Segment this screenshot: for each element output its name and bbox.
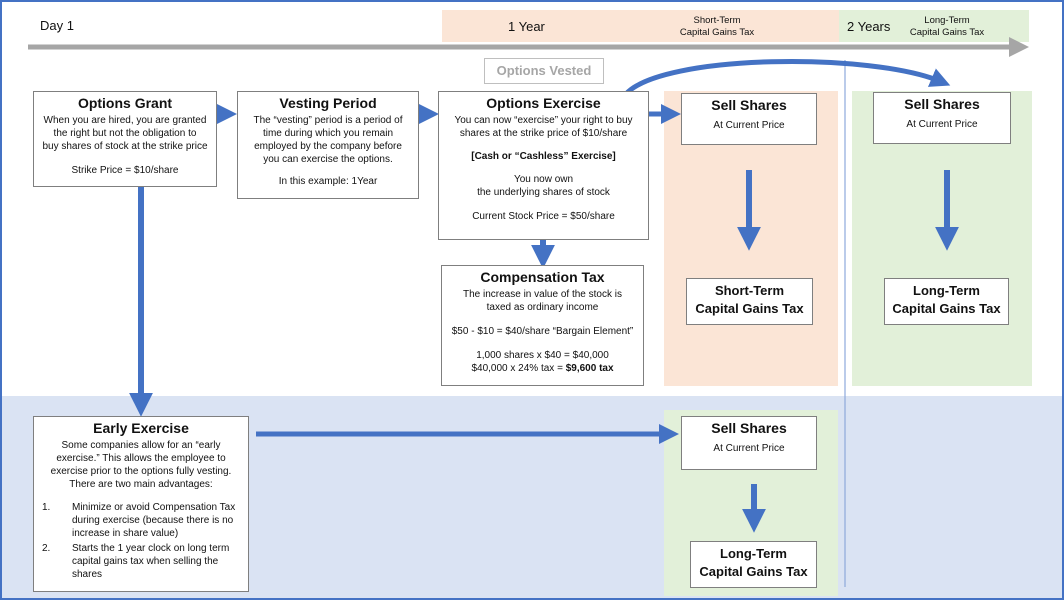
short-term-tax-box: Short-Term Capital Gains Tax xyxy=(686,278,813,325)
early-long-term-tax-line1: Long-Term xyxy=(720,546,787,561)
timeline-long-term-line2: Capital Gains Tax xyxy=(909,27,985,38)
early-exercise-box: Early Exercise Some companies allow for … xyxy=(33,416,249,592)
options-grant-title: Options Grant xyxy=(77,95,173,111)
options-exercise-title: Options Exercise xyxy=(486,95,601,111)
vesting-period-line3: employed by the company before xyxy=(254,141,402,152)
sell-shares-short-sub: At Current Price xyxy=(713,120,785,131)
list-item: 1. Minimize or avoid Compensation Tax du… xyxy=(38,501,244,540)
compensation-tax-calc3-row: $40,000 x 24% tax = $9,600 tax xyxy=(446,362,639,375)
long-term-tax-box: Long-Term Capital Gains Tax xyxy=(884,278,1009,325)
compensation-tax-title: Compensation Tax xyxy=(480,269,605,285)
early-exercise-line1: Some companies allow for an “early xyxy=(61,440,221,451)
options-exercise-box: Options Exercise You can now “exercise” … xyxy=(438,91,649,240)
short-term-tax-line2: Capital Gains Tax xyxy=(695,301,804,316)
options-grant-box: Options Grant When you are hired, you ar… xyxy=(33,91,217,187)
long-term-tax-line1: Long-Term xyxy=(913,283,980,298)
list-item-text: Minimize or avoid Compensation Tax durin… xyxy=(72,502,236,539)
options-exercise-line1: You can now “exercise” your right to buy xyxy=(454,115,633,126)
timeline-day1-label: Day 1 xyxy=(40,18,74,33)
sell-shares-long-box: Sell Shares At Current Price xyxy=(873,92,1011,144)
options-exercise-line2: shares at the strike price of $10/share xyxy=(459,128,628,139)
options-exercise-price: Current Stock Price = $50/share xyxy=(472,211,615,222)
compensation-tax-line1: The increase in value of the stock is xyxy=(463,289,622,300)
long-term-timeline-band xyxy=(839,10,1029,42)
compensation-tax-calc3: $40,000 x 24% tax = xyxy=(471,363,566,374)
sell-shares-long-sub: At Current Price xyxy=(906,119,978,130)
vesting-period-line4: you can exercise the options. xyxy=(263,154,393,165)
timeline-long-term-line1: Long-Term xyxy=(924,15,970,26)
sell-shares-early-title: Sell Shares xyxy=(711,420,787,436)
vesting-period-example: In this example: 1Year xyxy=(278,176,378,187)
early-exercise-advantages: 1. Minimize or avoid Compensation Tax du… xyxy=(38,501,244,581)
options-grant-line1: When you are hired, you are granted xyxy=(43,115,207,126)
timeline-year1-label: 1 Year xyxy=(508,19,545,34)
options-exercise-own2: the underlying shares of stock xyxy=(477,187,610,198)
list-item-number: 2. xyxy=(42,543,51,554)
options-exercise-own1: You now own xyxy=(513,174,574,185)
sell-shares-short-box: Sell Shares At Current Price xyxy=(681,93,817,145)
vesting-period-box: Vesting Period The “vesting” period is a… xyxy=(237,91,419,199)
compensation-tax-total: $9,600 tax xyxy=(565,363,614,374)
timeline-short-term-line1: Short-Term xyxy=(693,15,741,26)
sell-shares-early-box: Sell Shares At Current Price xyxy=(681,416,817,470)
vesting-period-title: Vesting Period xyxy=(279,95,377,111)
vesting-period-line2: time during which you remain xyxy=(262,128,394,139)
early-exercise-line3: exercise prior to the options fully vest… xyxy=(50,466,232,477)
early-exercise-line2: exercise.” This allows the employee to xyxy=(56,453,226,464)
compensation-tax-calc1: $50 - $10 = $40/share “Bargain Element” xyxy=(451,326,634,337)
options-grant-strike: Strike Price = $10/share xyxy=(71,165,179,176)
short-term-tax-line1: Short-Term xyxy=(714,283,785,298)
sell-shares-short-title: Sell Shares xyxy=(711,97,787,113)
compensation-tax-line2: taxed as ordinary income xyxy=(486,302,599,313)
timeline-short-term-line2: Capital Gains Tax xyxy=(679,27,755,38)
list-item-number: 1. xyxy=(42,502,51,513)
early-long-term-tax-line2: Capital Gains Tax xyxy=(699,564,808,579)
long-term-tax-line2: Capital Gains Tax xyxy=(892,301,1001,316)
vesting-period-line1: The “vesting” period is a period of xyxy=(253,115,403,126)
early-long-term-tax-box: Long-Term Capital Gains Tax xyxy=(690,541,817,588)
list-item-text: Starts the 1 year clock on long term cap… xyxy=(72,543,230,580)
options-grant-line3: buy shares of stock at the strike price xyxy=(42,141,208,152)
timeline-year2-label: 2 Years xyxy=(847,19,891,34)
short-term-timeline-band xyxy=(442,10,839,42)
options-exercise-method: [Cash or “Cashless” Exercise] xyxy=(471,151,616,162)
options-grant-line2: the right but not the obligation to xyxy=(53,128,197,139)
options-vested-label: Options Vested xyxy=(484,58,604,84)
arrow-exercise-to-long-term-sell xyxy=(624,59,951,96)
compensation-tax-box: Compensation Tax The increase in value o… xyxy=(441,265,644,386)
options-vested-text: Options Vested xyxy=(496,63,592,78)
compensation-tax-calc2: 1,000 shares x $40 = $40,000 xyxy=(476,350,609,361)
list-item: 2. Starts the 1 year clock on long term … xyxy=(38,542,244,581)
early-exercise-line4: There are two main advantages: xyxy=(69,479,213,490)
sell-shares-early-sub: At Current Price xyxy=(713,443,785,454)
early-exercise-title: Early Exercise xyxy=(93,420,189,436)
timeline-long-term-label: Long-Term Capital Gains Tax xyxy=(892,15,1002,39)
sell-shares-long-title: Sell Shares xyxy=(904,96,980,112)
timeline-short-term-label: Short-Term Capital Gains Tax xyxy=(662,15,772,39)
